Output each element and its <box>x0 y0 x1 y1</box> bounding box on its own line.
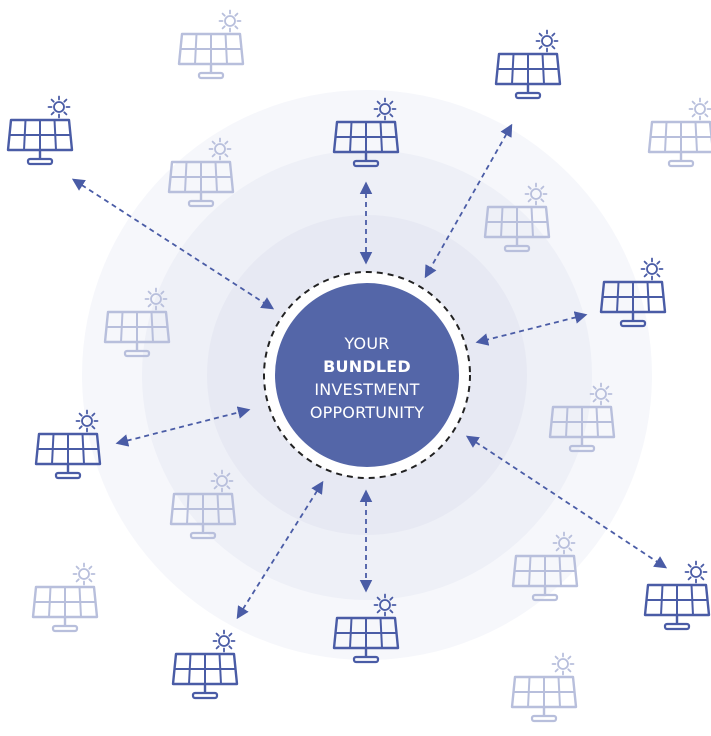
hub-circle <box>275 283 459 467</box>
linked-panel-1 <box>6 95 74 166</box>
faded-panel-6 <box>483 182 551 253</box>
sun-icon <box>552 531 576 555</box>
sun-icon <box>75 409 99 433</box>
linked-panel-8 <box>643 560 711 631</box>
solar-panel-icon <box>332 616 400 664</box>
connector-arrow-4 <box>475 311 588 346</box>
faded-panel-7 <box>548 382 616 453</box>
solar-panel-icon <box>177 32 245 80</box>
faded-panel-2 <box>167 137 235 208</box>
solar-panel-icon <box>548 405 616 453</box>
sun-icon <box>208 137 232 161</box>
solar-panel-icon <box>647 120 711 168</box>
hub-label-line3: INVESTMENT <box>314 380 420 399</box>
sun-icon <box>684 560 708 584</box>
sun-icon <box>212 629 236 653</box>
faded-panel-1 <box>177 9 245 80</box>
solar-panel-icon <box>483 205 551 253</box>
sun-icon <box>640 257 664 281</box>
sun-icon <box>144 287 168 311</box>
solar-panel-icon <box>332 120 400 168</box>
linked-panel-5 <box>34 409 102 480</box>
connector-arrow-8 <box>465 435 668 569</box>
hub-label-line1: YOUR <box>344 334 390 353</box>
faded-panel-9 <box>510 652 578 723</box>
sun-icon <box>535 29 559 53</box>
linked-panel-2 <box>332 97 400 168</box>
sun-icon <box>373 593 397 617</box>
linked-panel-4 <box>599 257 667 328</box>
sun-icon <box>589 382 613 406</box>
sun-icon <box>210 469 234 493</box>
solar-panel-icon <box>34 432 102 480</box>
solar-panel-icon <box>31 585 99 633</box>
linked-panel-3 <box>494 29 562 100</box>
linked-panel-7 <box>171 629 239 700</box>
faded-panel-8 <box>511 531 579 602</box>
sun-icon <box>688 97 711 121</box>
sun-icon <box>551 652 575 676</box>
linked-panel-6 <box>332 593 400 664</box>
solar-panel-icon <box>599 280 667 328</box>
solar-panel-icon <box>643 583 711 631</box>
connector-arrow-5 <box>115 406 251 447</box>
hub-label: YOUR BUNDLED INVESTMENT OPPORTUNITY <box>268 290 466 466</box>
sun-icon <box>524 182 548 206</box>
panel-group <box>6 9 711 723</box>
faded-panel-10 <box>647 97 711 168</box>
solar-panel-icon <box>6 118 74 166</box>
sun-icon <box>47 95 71 119</box>
solar-panel-icon <box>169 492 237 540</box>
solar-panel-icon <box>494 52 562 100</box>
solar-panel-icon <box>171 652 239 700</box>
connector-arrow-1 <box>71 178 275 310</box>
solar-panel-icon <box>167 160 235 208</box>
faded-panel-4 <box>169 469 237 540</box>
sun-icon <box>72 562 96 586</box>
faded-panel-3 <box>103 287 171 358</box>
solar-panel-icon <box>103 310 171 358</box>
hub-label-line2: BUNDLED <box>323 357 411 376</box>
hub-label-line4: OPPORTUNITY <box>309 403 425 422</box>
connector-arrow-3 <box>424 123 513 279</box>
sun-icon <box>218 9 242 33</box>
sun-icon <box>373 97 397 121</box>
connector-group <box>71 123 668 620</box>
solar-panel-icon <box>511 554 579 602</box>
solar-panel-icon <box>510 675 578 723</box>
faded-panel-5 <box>31 562 99 633</box>
